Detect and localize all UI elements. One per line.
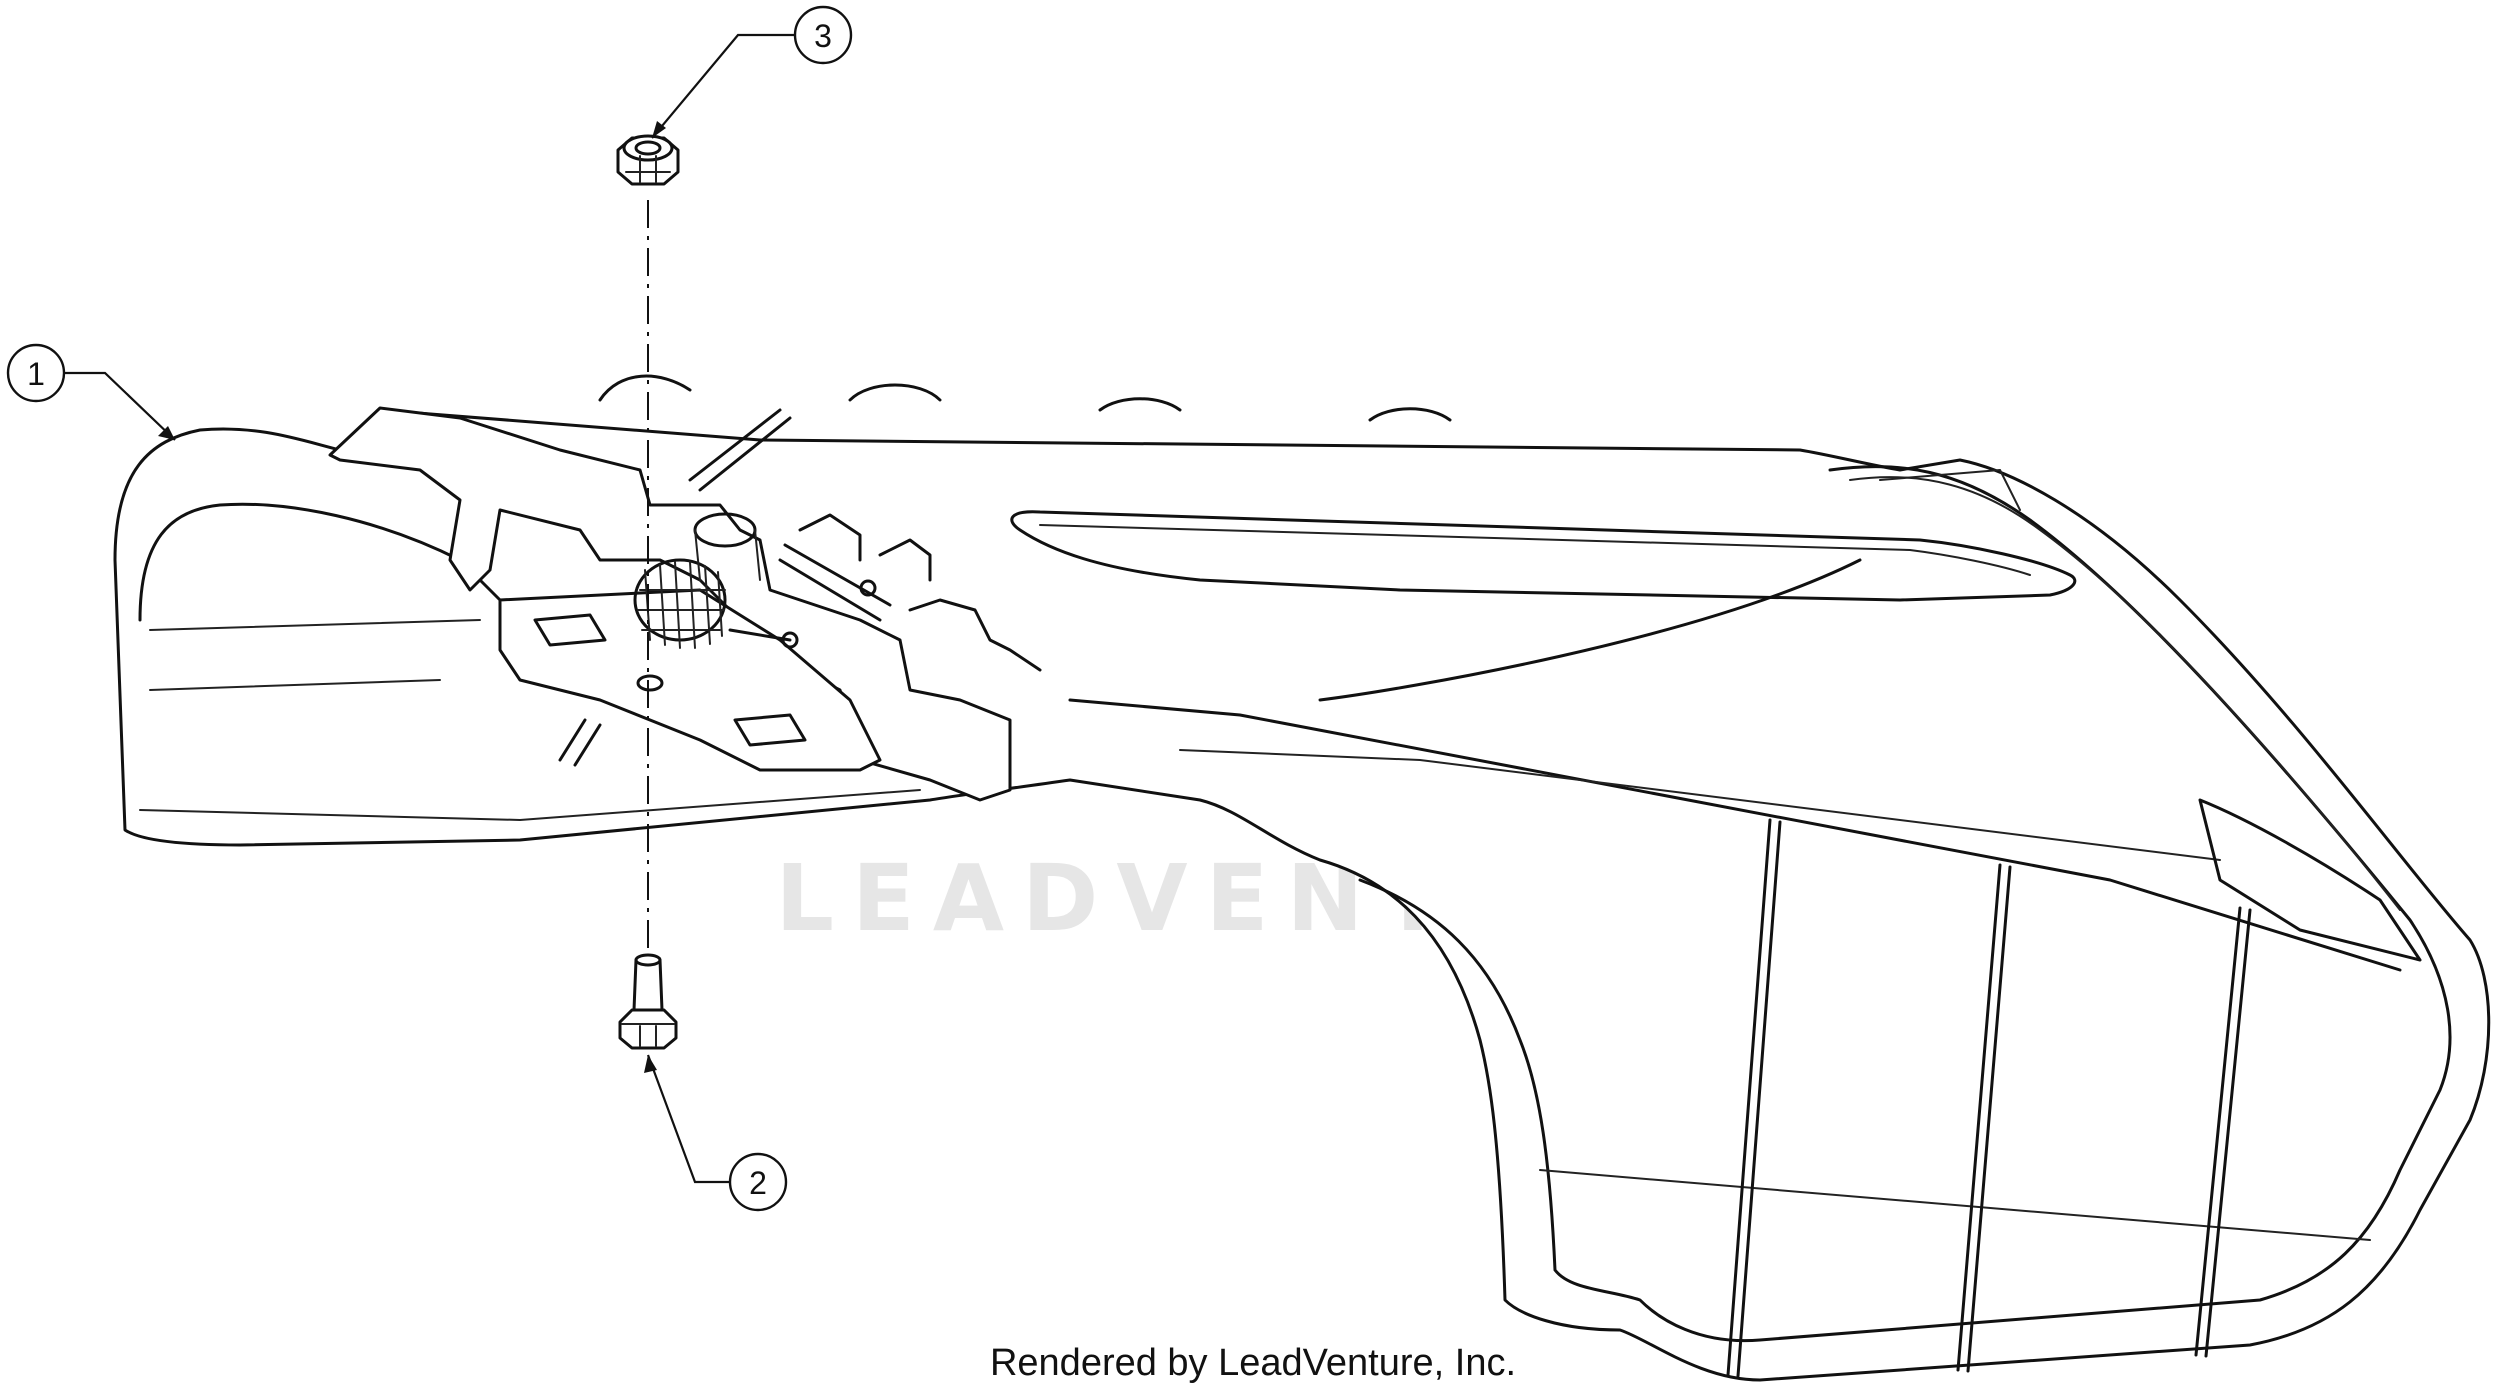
- chute-end-flap: [2198, 798, 2422, 962]
- pivot-sleeve-body: [694, 529, 761, 581]
- rod-lower: [558, 718, 602, 767]
- chute-crease-4: [1879, 469, 2021, 511]
- callout-1: 1: [6, 343, 176, 441]
- chute-left-cap-2: [149, 619, 481, 691]
- chute-top-bumps: [598, 374, 1452, 422]
- chute-rib-2: [1956, 863, 2012, 1373]
- plate-hole: [636, 674, 664, 692]
- chute-top-channel-inner: [1039, 524, 2031, 576]
- footer-credit: Rendered by LeadVenture, Inc.: [0, 1342, 2498, 1385]
- chute-rib-3: [2194, 906, 2252, 1358]
- callout-2: 2: [644, 1054, 788, 1212]
- chute-crease-2: [1318, 558, 1862, 702]
- rod-pin: [728, 628, 792, 642]
- chute-left-cap: [138, 502, 502, 622]
- footer-credit-text: Rendered by LeadVenture, Inc.: [989, 1342, 1517, 1384]
- chute-crease-3: [1179, 749, 2221, 861]
- chute-rib-1: [1726, 818, 1782, 1378]
- plate-slot-2: [733, 713, 807, 747]
- lever-arm: [328, 406, 1012, 802]
- callout-3-label: 3: [814, 18, 832, 54]
- deflector-bracket-assembly: [328, 406, 1042, 802]
- callout-3: 3: [651, 5, 853, 139]
- latch-bracket: [908, 598, 1042, 672]
- rod-upper: [688, 408, 792, 492]
- chute-bottom-edge: [139, 789, 921, 821]
- rod-pin-end-2: [781, 631, 799, 649]
- chute-rim-inner-2: [1849, 476, 2401, 911]
- chute-top-channel: [1010, 510, 2077, 602]
- lock-nut: [616, 134, 680, 186]
- chute-crease-1: [1068, 698, 2402, 972]
- callout-2-label: 2: [749, 1165, 767, 1201]
- chute-side-crease: [1539, 1169, 2371, 1241]
- rod-pin-end: [859, 579, 877, 597]
- callout-1-label: 1: [27, 356, 45, 392]
- hex-bolt: [618, 953, 678, 1050]
- latch-clip: [798, 513, 932, 582]
- mounting-plate: [498, 588, 882, 772]
- plate-slot-1: [533, 613, 607, 647]
